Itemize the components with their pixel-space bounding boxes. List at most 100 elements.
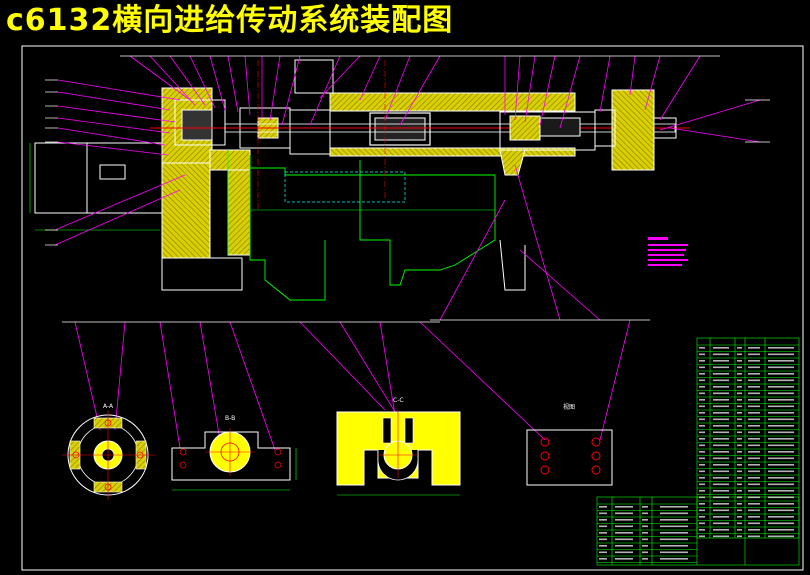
table-cell-text-mark [713,386,729,388]
title-block-text-mark [660,519,688,521]
title-block-text-mark [642,532,648,534]
table-cell-text-mark [699,483,705,486]
table-cell-text-mark [768,444,794,447]
table-cell-text-mark [699,399,705,401]
table-cell-text-mark [737,457,742,460]
table-cell-text-mark [737,431,742,434]
table-cell-text-mark [737,477,742,479]
table-cell-text-mark [748,366,760,369]
table-cell-text-mark [737,386,742,388]
table-cell-text-mark [737,483,742,486]
title-block-text-mark [642,525,648,528]
table-cell-text-mark [737,535,742,538]
part-leader-lines [54,55,761,451]
title-block-text-mark [599,525,607,528]
title-block-text-mark [615,525,633,528]
table-cell-text-mark [713,490,729,492]
table-cell-text-mark [768,529,794,531]
table-cell-text-mark [713,444,729,447]
title-block-text-mark [642,538,648,541]
table-cell-text-mark [768,405,794,408]
table-cell-text-mark [768,373,794,375]
table-cell-text-mark [713,418,729,421]
table-cell-text-mark [748,405,760,408]
title-block-text-mark [615,545,633,547]
table-cell-text-mark [737,405,742,408]
title-block-text-mark [615,512,633,515]
parts-list-table [696,337,800,539]
table-cell-text-mark [748,516,760,518]
table-cell-text-mark [737,503,742,505]
table-cell-text-mark [713,347,729,349]
title-block-text-mark [642,551,648,554]
table-cell-text-mark [768,477,794,479]
table-cell-text-mark [737,347,742,349]
table-cell-text-mark [713,470,729,473]
table-cell-text-mark [713,477,729,479]
table-cell-text-mark [699,431,705,434]
table-cell-text-mark [737,490,742,492]
plate-view [526,429,613,486]
table-cell-text-mark [748,412,760,414]
table-cell-text-mark [699,477,705,479]
table-cell-text-mark [748,438,760,440]
table-cell-text-mark [713,535,729,538]
table-cell-text-mark [748,464,760,466]
table-cell-text-mark [748,431,760,434]
table-cell-text-mark [737,509,742,512]
table-cell-text-mark [768,451,794,453]
table-cell-text-mark [699,535,705,538]
title-block-text-mark [660,512,688,515]
leader-ticks [45,55,770,323]
table-cell-text-mark [768,509,794,512]
table-cell-text-mark [737,516,742,518]
table-cell-text-mark [748,379,760,382]
title-block-text-mark [642,519,648,521]
table-cell-text-mark [699,451,705,453]
table-cell-text-mark [748,418,760,421]
section-cc-label: C-C [393,397,404,404]
table-cell-text-mark [768,490,794,492]
table-cell-text-mark [748,509,760,512]
table-cell-text-mark [713,529,729,531]
drawing-title: c6132横向进给传动系统装配图 [6,3,454,38]
title-block-text-mark [642,558,648,560]
table-cell-text-mark [737,496,742,499]
table-cell-text-mark [737,360,742,362]
table-cell-text-mark [748,496,760,499]
table-cell-text-mark [713,503,729,505]
title-block-text-mark [599,558,607,560]
table-cell-text-mark [713,496,729,499]
title-block-text-mark [615,506,633,508]
table-cell-text-mark [713,360,729,362]
technical-notes [648,237,688,266]
table-cell-text-mark [737,529,742,531]
table-cell-text-mark [737,464,742,466]
table-cell-text-mark [768,431,794,434]
table-cell-text-mark [748,373,760,375]
title-block-text-mark [599,519,607,521]
table-cell-text-mark [699,347,705,349]
table-cell-text-mark [748,444,760,447]
table-cell-text-mark [699,418,705,421]
table-cell-text-mark [768,464,794,466]
table-cell-text-mark [748,457,760,460]
table-text-marks [599,347,794,560]
table-cell-text-mark [699,503,705,505]
section-cc-view [336,410,461,496]
title-block-text-mark [599,512,607,515]
table-cell-text-mark [748,451,760,453]
table-cell-text-mark [768,457,794,460]
table-cell-text-mark [699,522,705,525]
title-block-text-mark [615,551,633,554]
table-cell-text-mark [737,444,742,447]
title-block-text-mark [615,538,633,541]
table-cell-text-mark [748,353,760,356]
table-cell-text-mark [699,366,705,369]
table-cell-text-mark [748,399,760,401]
table-cell-text-mark [768,386,794,388]
table-cell-text-mark [768,379,794,382]
plate-view-label: 视图 [563,403,575,411]
table-cell-text-mark [713,438,729,440]
